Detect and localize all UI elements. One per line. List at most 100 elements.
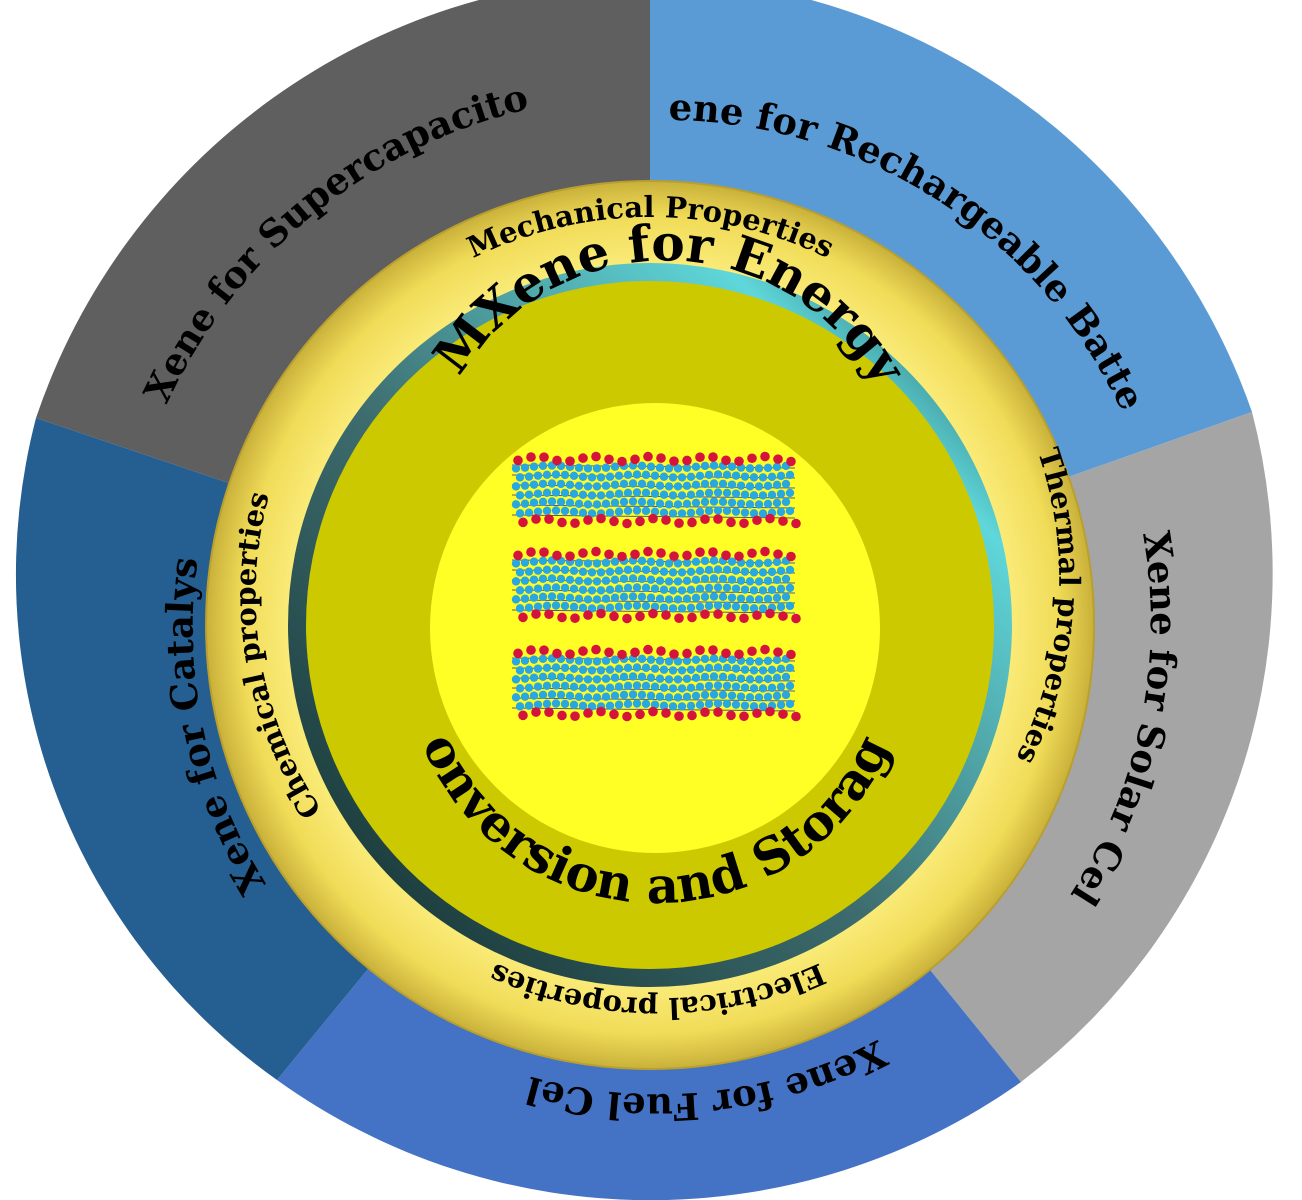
titanium-atom xyxy=(623,681,633,691)
terminal-atom xyxy=(747,548,757,559)
terminal-atom xyxy=(539,547,549,557)
titanium-atom xyxy=(623,470,633,480)
titanium-atom xyxy=(533,471,543,480)
terminal-atom xyxy=(617,649,627,660)
titanium-atom xyxy=(700,690,710,700)
titanium-atom xyxy=(628,672,638,681)
titanium-atom xyxy=(745,595,755,604)
titanium-atom xyxy=(623,565,633,575)
titanium-atom xyxy=(785,699,795,709)
terminal-atom xyxy=(552,455,562,466)
titanium-atom xyxy=(619,497,629,507)
titanium-atom xyxy=(763,674,773,684)
titanium-atom xyxy=(650,489,660,498)
titanium-atom xyxy=(704,506,714,516)
terminal-atom xyxy=(669,456,679,466)
titanium-atom xyxy=(727,498,737,507)
mxene-layered-structure xyxy=(511,451,801,722)
titanium-atom xyxy=(718,690,728,699)
titanium-atom xyxy=(695,682,705,692)
titanium-atom xyxy=(691,691,701,701)
terminal-atom xyxy=(773,647,783,657)
titanium-atom xyxy=(668,509,678,518)
terminal-atom xyxy=(747,646,757,657)
titanium-atom xyxy=(632,583,642,592)
titanium-atom xyxy=(605,508,615,517)
titanium-atom xyxy=(776,664,786,674)
terminal-atom xyxy=(721,455,731,466)
titanium-atom xyxy=(560,506,570,516)
titanium-atom xyxy=(713,601,723,610)
titanium-atom xyxy=(695,602,705,612)
titanium-atom xyxy=(560,699,570,709)
titanium-atom xyxy=(646,480,656,489)
terminal-atom xyxy=(570,518,580,528)
titanium-atom xyxy=(709,654,719,663)
titanium-atom xyxy=(587,509,597,518)
titanium-atom xyxy=(637,690,647,700)
titanium-atom xyxy=(632,565,642,574)
titanium-atom xyxy=(754,500,764,509)
terminal-atom xyxy=(682,648,692,659)
titanium-atom xyxy=(569,682,579,691)
terminal-atom xyxy=(565,649,575,659)
titanium-atom xyxy=(722,470,732,479)
titanium-atom xyxy=(659,567,669,576)
terminal-atom xyxy=(596,513,606,524)
titanium-atom xyxy=(673,559,683,568)
titanium-atom xyxy=(767,665,777,675)
terminal-atom xyxy=(570,613,580,623)
titanium-atom xyxy=(628,592,638,601)
titanium-atom xyxy=(754,595,764,604)
titanium-atom xyxy=(772,498,782,508)
titanium-atom xyxy=(713,470,723,479)
terminal-atom xyxy=(635,709,645,720)
titanium-atom xyxy=(736,692,746,701)
titanium-atom xyxy=(763,499,773,509)
titanium-atom xyxy=(776,682,786,692)
titanium-atom xyxy=(524,701,534,710)
titanium-atom xyxy=(700,461,710,471)
titanium-atom xyxy=(686,472,696,481)
titanium-atom xyxy=(619,574,629,584)
titanium-atom xyxy=(574,499,584,508)
terminal-atom xyxy=(726,517,736,528)
titanium-atom xyxy=(767,585,777,595)
titanium-atom xyxy=(556,672,566,682)
titanium-atom xyxy=(574,576,584,585)
titanium-atom xyxy=(664,500,674,509)
titanium-atom xyxy=(614,664,624,673)
titanium-atom xyxy=(632,663,642,672)
titanium-atom xyxy=(713,565,723,574)
titanium-atom xyxy=(740,585,750,594)
terminal-atom xyxy=(513,455,523,466)
titanium-atom xyxy=(637,592,647,602)
titanium-atom xyxy=(772,480,782,490)
titanium-atom xyxy=(641,565,651,575)
titanium-atom xyxy=(650,471,660,480)
titanium-atom xyxy=(605,603,615,612)
terminal-atom xyxy=(778,611,788,621)
titanium-atom xyxy=(601,674,611,683)
terminal-atom xyxy=(557,710,567,721)
titanium-atom xyxy=(605,567,615,576)
titanium-atom xyxy=(596,473,606,482)
titanium-atom xyxy=(574,463,584,472)
titanium-atom xyxy=(763,481,773,491)
terminal-atom xyxy=(591,546,601,557)
terminal-atom xyxy=(734,456,744,467)
titanium-atom xyxy=(709,461,719,470)
titanium-atom xyxy=(745,559,755,568)
titanium-atom xyxy=(524,585,534,594)
terminal-atom xyxy=(734,551,744,562)
titanium-atom xyxy=(578,683,588,692)
terminal-atom xyxy=(786,456,796,467)
titanium-atom xyxy=(560,488,570,498)
titanium-atom xyxy=(704,488,714,498)
titanium-atom xyxy=(731,584,741,593)
terminal-atom xyxy=(760,546,770,557)
titanium-atom xyxy=(511,559,521,568)
titanium-atom xyxy=(695,471,705,481)
titanium-atom xyxy=(655,481,665,490)
titanium-atom xyxy=(515,568,525,577)
